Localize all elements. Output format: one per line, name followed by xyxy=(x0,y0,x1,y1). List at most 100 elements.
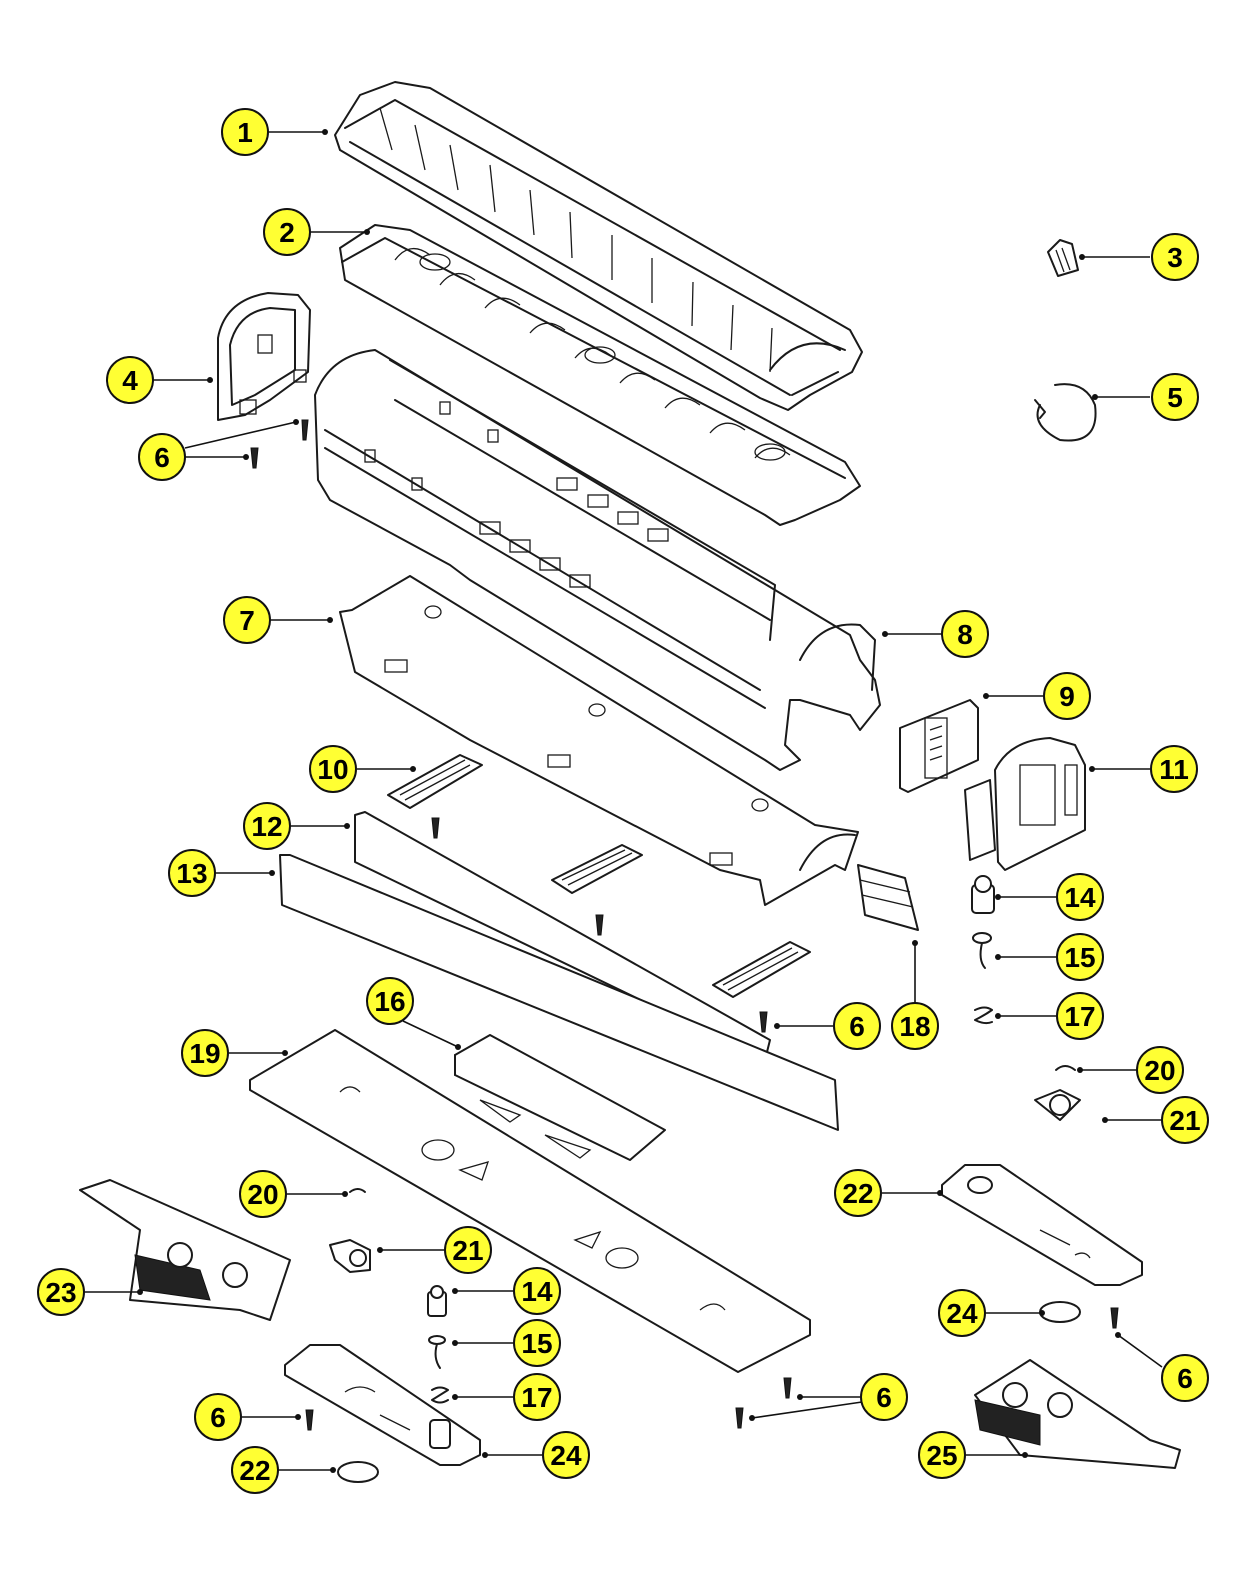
callout-17: 17 xyxy=(1056,992,1104,1040)
callout-circle xyxy=(168,849,216,897)
part-frame-base xyxy=(249,1029,811,1373)
callout-label: 1 xyxy=(237,117,253,148)
callout-22: 22 xyxy=(834,1169,882,1217)
callout-circle xyxy=(891,1002,939,1050)
callout-circle xyxy=(1161,1096,1209,1144)
callout-circle xyxy=(1161,1354,1209,1402)
callout-label: 14 xyxy=(1064,882,1096,913)
callout-25: 25 xyxy=(918,1431,966,1479)
callout-label: 15 xyxy=(521,1328,552,1359)
callout-circle xyxy=(1151,373,1199,421)
callout-label: 17 xyxy=(1064,1001,1095,1032)
callout-circle xyxy=(1150,745,1198,793)
part-end-plate xyxy=(899,699,979,793)
callout-6: 6 xyxy=(860,1373,908,1421)
callout-label: 25 xyxy=(926,1440,957,1471)
callout-circle xyxy=(542,1431,590,1479)
callout-label: 21 xyxy=(1169,1105,1200,1136)
leader-lines xyxy=(84,129,1163,1473)
part-18-plate xyxy=(857,864,919,931)
callout-label: 9 xyxy=(1059,681,1075,712)
callout-label: 20 xyxy=(247,1179,278,1210)
callout-circle xyxy=(513,1373,561,1421)
callout-label: 24 xyxy=(550,1440,582,1471)
part-trucks xyxy=(79,1179,1181,1469)
callout-circle xyxy=(513,1267,561,1315)
callout-14: 14 xyxy=(513,1267,561,1315)
callout-circle xyxy=(181,1029,229,1077)
callout-label: 16 xyxy=(374,986,405,1017)
part-inner-roof xyxy=(339,224,861,526)
callout-1: 1 xyxy=(221,108,269,156)
part-floor-strips xyxy=(279,811,839,1131)
callout-label: 2 xyxy=(279,217,295,248)
callout-circle xyxy=(239,1170,287,1218)
callout-13: 13 xyxy=(168,849,216,897)
part-16-box xyxy=(454,1034,666,1161)
part-seat-brackets xyxy=(387,754,811,998)
callout-6: 6 xyxy=(194,1393,242,1441)
callout-6: 6 xyxy=(833,1002,881,1050)
callout-7: 7 xyxy=(223,596,271,644)
callout-label: 4 xyxy=(122,365,138,396)
part-end-door xyxy=(217,292,311,421)
callout-circle xyxy=(918,1431,966,1479)
callout-label: 21 xyxy=(452,1235,483,1266)
callout-label: 12 xyxy=(251,811,282,842)
part-clip-ring xyxy=(1034,383,1097,442)
callout-label: 6 xyxy=(210,1402,226,1433)
callout-22: 22 xyxy=(231,1446,279,1494)
callout-circle xyxy=(106,356,154,404)
callout-circle xyxy=(1056,933,1104,981)
callout-circle xyxy=(138,433,186,481)
callout-label: 23 xyxy=(45,1277,76,1308)
callout-15: 15 xyxy=(1056,933,1104,981)
callout-label: 6 xyxy=(849,1011,865,1042)
callout-circle xyxy=(1136,1046,1184,1094)
callout-3: 3 xyxy=(1151,233,1199,281)
callout-20: 20 xyxy=(239,1170,287,1218)
callout-label: 17 xyxy=(521,1382,552,1413)
callout-11: 11 xyxy=(1150,745,1198,793)
part-window-panel xyxy=(339,575,859,906)
callout-circle xyxy=(833,1002,881,1050)
callout-6: 6 xyxy=(138,433,186,481)
callout-circle xyxy=(263,208,311,256)
callout-label: 22 xyxy=(239,1455,270,1486)
callout-circle xyxy=(223,596,271,644)
callout-circle xyxy=(37,1268,85,1316)
callout-label: 6 xyxy=(876,1382,892,1413)
callout-circle xyxy=(243,802,291,850)
callout-label: 14 xyxy=(521,1276,553,1307)
callout-label: 15 xyxy=(1064,942,1095,973)
callout-2: 2 xyxy=(263,208,311,256)
callout-14: 14 xyxy=(1056,873,1104,921)
callout-12: 12 xyxy=(243,802,291,850)
callout-18: 18 xyxy=(891,1002,939,1050)
callout-circle xyxy=(938,1289,986,1337)
callout-16: 16 xyxy=(366,977,414,1025)
callout-17: 17 xyxy=(513,1373,561,1421)
callout-15: 15 xyxy=(513,1319,561,1367)
callout-21: 21 xyxy=(1161,1096,1209,1144)
callout-4: 4 xyxy=(106,356,154,404)
part-roof-dome xyxy=(334,81,863,411)
callout-circle xyxy=(513,1319,561,1367)
callout-5: 5 xyxy=(1151,373,1199,421)
callout-label: 24 xyxy=(946,1298,978,1329)
callout-6: 6 xyxy=(1161,1354,1209,1402)
callout-label: 19 xyxy=(189,1038,220,1069)
callout-circle xyxy=(1056,873,1104,921)
callout-circle xyxy=(1056,992,1104,1040)
callout-20: 20 xyxy=(1136,1046,1184,1094)
callout-circle xyxy=(941,610,989,658)
screws xyxy=(250,419,1119,1431)
part-bolsters xyxy=(284,1164,1143,1483)
callout-19: 19 xyxy=(181,1029,229,1077)
callout-label: 6 xyxy=(1177,1363,1193,1394)
part-wire-nut xyxy=(1047,239,1079,277)
callout-circle xyxy=(1043,672,1091,720)
callout-circle xyxy=(366,977,414,1025)
